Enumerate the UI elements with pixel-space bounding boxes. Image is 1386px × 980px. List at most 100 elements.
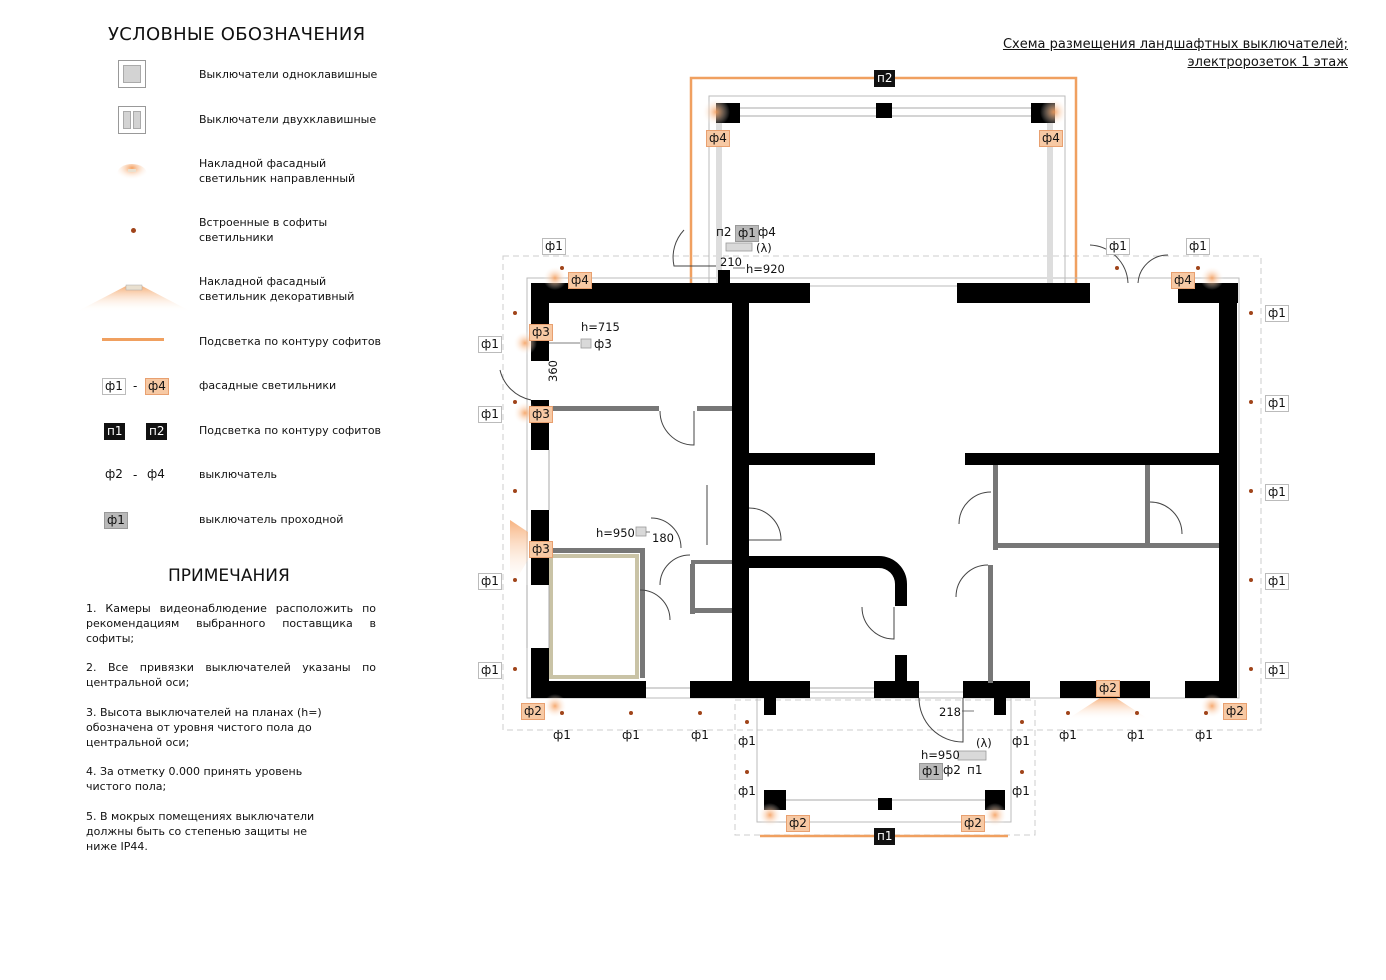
dim-h950-left: h=950 — [596, 526, 635, 540]
door-swing — [672, 229, 716, 267]
tag-f1: ф1 — [1012, 784, 1030, 798]
door-swing — [639, 589, 671, 621]
legend-tag-p1: п1 — [104, 423, 126, 440]
door-swing — [1149, 501, 1183, 535]
downlight-dot — [513, 667, 517, 671]
plan-title: Схема размещения ландшафтных выключателе… — [1003, 36, 1348, 72]
downlight-dot — [513, 489, 517, 493]
tag-f4: ф4 — [1171, 272, 1195, 289]
tag-f1: ф1 — [1265, 484, 1289, 501]
downlight-dot — [1249, 311, 1253, 315]
facade-glow-lights — [510, 98, 1224, 827]
door-swing — [1089, 244, 1129, 284]
downlight-dot — [1249, 578, 1253, 582]
partition — [549, 406, 659, 411]
dim-180: 180 — [652, 531, 674, 545]
partition — [549, 548, 644, 553]
downlight-dot — [698, 711, 702, 715]
partition — [993, 465, 998, 550]
door-swing — [861, 606, 895, 640]
note-3: 3. Высота выключателей на планах (h=) об… — [86, 706, 322, 749]
tag-f4: ф4 — [706, 130, 730, 147]
downlight-dot — [745, 720, 749, 724]
legend-label-single-switch: Выключатели одноклавишные — [199, 68, 378, 81]
wall-segment — [876, 103, 892, 118]
legend-tag-f2: ф2 — [105, 467, 123, 481]
wall-segment — [531, 681, 646, 698]
door-swing — [650, 517, 682, 549]
downlight-dot — [513, 311, 517, 315]
downlight-dot — [745, 770, 749, 774]
tag-f1: ф1 — [1127, 728, 1145, 742]
glow-light — [543, 266, 567, 290]
tag-f4: ф4 — [568, 272, 592, 289]
downlight-dot — [513, 400, 517, 404]
partition — [993, 543, 1219, 548]
note-1: 1. Камеры видеонаблюдение расположить по… — [86, 602, 376, 645]
downlight-dot — [1249, 400, 1253, 404]
tag-f1: ф1 — [1195, 728, 1213, 742]
tag-f4: ф4 — [758, 225, 776, 239]
windows — [526, 107, 1031, 801]
tag-f1: ф1 — [738, 734, 756, 748]
switch-triple — [957, 750, 987, 761]
soffit-downlights — [513, 266, 1253, 774]
soffit-contour-line-icon — [102, 338, 164, 341]
legend-tag-f1: ф1 — [102, 378, 126, 395]
legend-label-facade-lights: фасадные светильники — [199, 379, 337, 392]
door-swings — [499, 229, 1183, 743]
tag-f1: ф1 — [1265, 662, 1289, 679]
tag-f1: ф1 — [1106, 238, 1130, 255]
tag-f2: ф2 — [943, 763, 961, 777]
partition — [691, 608, 732, 613]
legend-label-soffit-light: Встроенные в софиты светильники — [199, 216, 328, 244]
tag-f3: ф3 — [529, 324, 553, 341]
wall-segment — [957, 283, 1090, 303]
partition — [1145, 465, 1150, 545]
legend-label-contour-tags: Подсветка по контуру софитов — [199, 424, 382, 437]
note-5: 5. В мокрых помещениях выключатели должн… — [86, 810, 315, 853]
wall-segment — [749, 453, 875, 465]
downlight-dot — [513, 578, 517, 582]
wall-segment — [994, 690, 1006, 715]
wall-segment — [895, 655, 907, 685]
legend-label-double-switch: Выключатели двухклавишные — [199, 113, 377, 126]
legend-dash: - — [133, 379, 138, 393]
decorative-light-beam — [1066, 698, 1150, 720]
wall-segment — [965, 453, 1219, 465]
tag-f4: ф4 — [1039, 130, 1063, 147]
switch-single — [635, 526, 647, 537]
tag-f1: ф1 — [691, 728, 709, 742]
dimension-lines — [549, 267, 974, 712]
door-swing — [1137, 254, 1169, 284]
downlight-dot — [1135, 711, 1139, 715]
tag-f1: ф1 — [478, 573, 502, 590]
tag-f1: ф1 — [478, 406, 502, 423]
note-2: 2. Все привязки выключателей указаны по … — [86, 661, 376, 689]
tag-f1: ф1 — [1186, 238, 1210, 255]
door-swing — [918, 697, 964, 743]
door-swing — [659, 554, 691, 586]
tag-f2: ф2 — [961, 815, 985, 832]
tag-f1: ф1 — [478, 336, 502, 353]
tag-f1: ф1 — [542, 238, 566, 255]
dim-h715: h=715 — [581, 320, 620, 334]
wall-segment — [718, 270, 730, 300]
tag-f3: ф3 — [529, 541, 553, 558]
downlight-dot — [629, 711, 633, 715]
door-swing — [955, 564, 989, 598]
glow-light — [1200, 266, 1224, 290]
plan-title-line-1: Схема размещения ландшафтных выключателе… — [1002, 37, 1348, 52]
downlight-dot — [560, 711, 564, 715]
partitions — [549, 406, 1219, 683]
legend-label-contour: Подсветка по контуру софитов — [199, 335, 382, 348]
decorative-light-beam — [510, 520, 528, 590]
legend-tag-f4-plain: ф4 — [147, 467, 165, 481]
tag-p2: п2 — [716, 225, 732, 239]
tag-f3: ф3 — [529, 406, 553, 423]
glow-light — [1200, 694, 1224, 718]
wall-segment — [749, 556, 879, 568]
tag-f2: ф2 — [1223, 703, 1247, 720]
wall-segment — [764, 690, 776, 715]
